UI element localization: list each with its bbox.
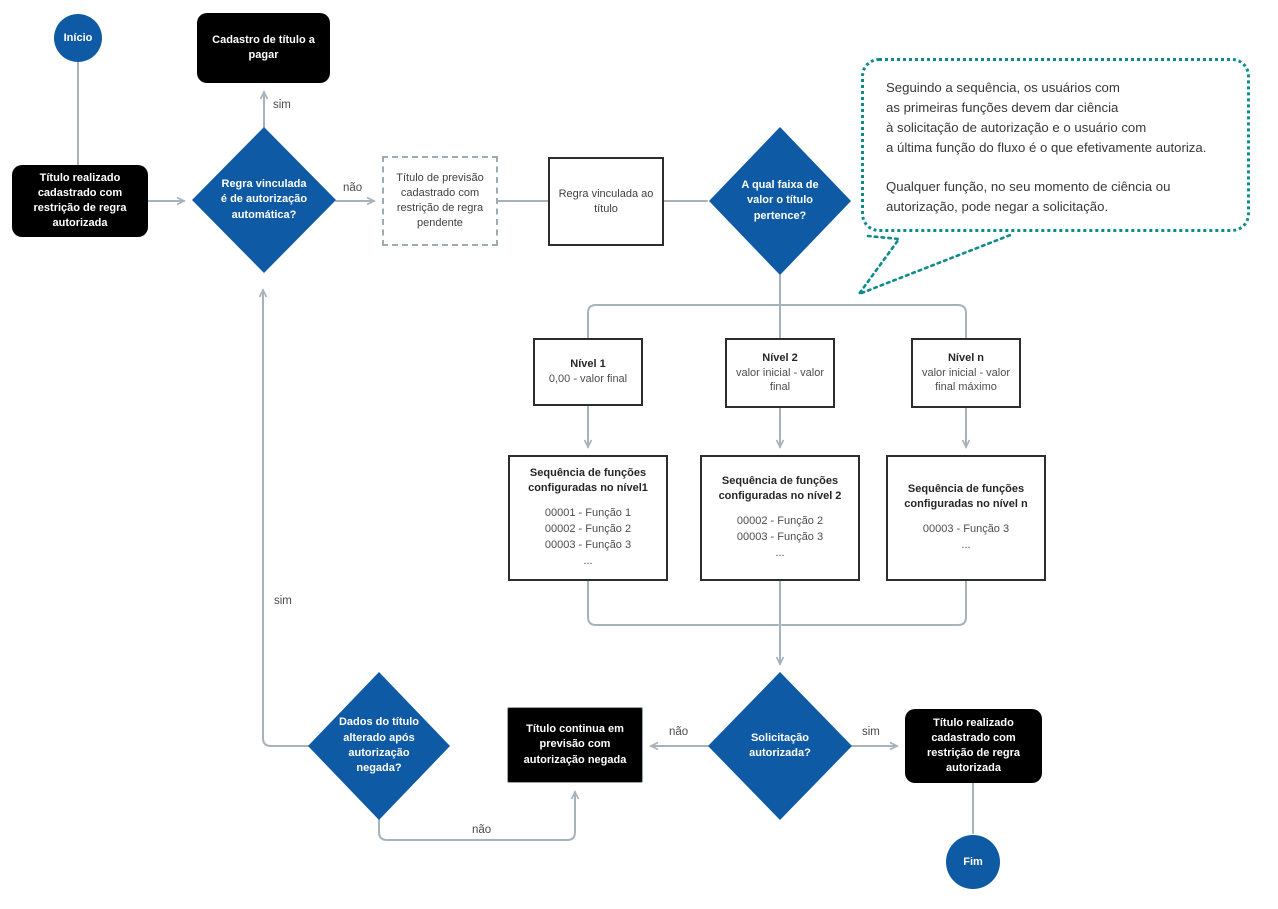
decision-regra-automatica: Regra vinculada é de autorização automát… bbox=[192, 127, 336, 273]
note-bubble: Seguindo a sequência, os usuários com as… bbox=[861, 58, 1250, 232]
node-nivel-n: Nível n valor inicial - valor final máxi… bbox=[911, 338, 1021, 408]
note-paragraph-1: Seguindo a sequência, os usuários com as… bbox=[886, 80, 1207, 156]
decision-regra-automatica-label: Regra vinculada é de autorização automát… bbox=[220, 177, 308, 221]
edge-dados-sim bbox=[258, 288, 309, 747]
note-tail bbox=[855, 232, 1015, 297]
node-titulo-realizado-direita: Título realizado cadastrado com restriçã… bbox=[905, 709, 1042, 783]
edge-split-right bbox=[779, 304, 967, 339]
nivel-1-range: 0,00 - valor final bbox=[548, 373, 628, 385]
decision-solicitacao-autorizada: Solicitação autorizada? bbox=[708, 672, 852, 820]
sequencia-nivel-n-items: 00003 - Função 3... bbox=[922, 522, 1010, 551]
node-titulo-continua: Título continua em previsão com autoriza… bbox=[507, 707, 643, 783]
start-node: Início bbox=[54, 14, 102, 62]
node-nivel-2: Nível 2 valor inicial - valor final bbox=[725, 338, 835, 408]
edge-merge-right bbox=[781, 580, 967, 626]
edge-label-dados-nao: não bbox=[470, 824, 494, 837]
edge-label-dados-sim: sim bbox=[272, 595, 294, 608]
decision-faixa-valor: A qual faixa de valor o título pertence? bbox=[709, 127, 851, 275]
node-titulo-realizado-esquerda: Título realizado cadastrado com restriçã… bbox=[12, 165, 148, 237]
node-sequencia-nivel-n: Sequência de funções configuradas no nív… bbox=[886, 455, 1046, 581]
sequencia-nivel-n-title: Sequência de funções configuradas no nív… bbox=[904, 483, 1028, 511]
decision-dados-alterados: Dados do título alterado após autorizaçã… bbox=[308, 672, 450, 820]
decision-dados-alterados-label: Dados do título alterado após autorizaçã… bbox=[338, 716, 420, 775]
note-paragraph-2: Qualquer função, no seu momento de ciênc… bbox=[886, 179, 1171, 215]
node-regra-vinculada: Regra vinculada ao título bbox=[548, 157, 664, 246]
edge-label-solicitacao-nao: não bbox=[667, 726, 691, 739]
node-cadastro-titulo: Cadastro de título a pagar bbox=[197, 13, 330, 83]
nivel-2-range: valor inicial - valor final bbox=[735, 366, 825, 394]
edge-label-regra-nao: não bbox=[341, 182, 365, 195]
nivel-n-title: Nível n bbox=[947, 351, 985, 364]
edge-merge-left bbox=[587, 580, 779, 626]
nivel-n-range: valor inicial - valor final máximo bbox=[921, 366, 1011, 394]
node-nivel-1: Nível 1 0,00 - valor final bbox=[533, 338, 643, 406]
node-sequencia-nivel-1: Sequência de funções configuradas no nív… bbox=[508, 455, 668, 581]
nivel-2-title: Nível 2 bbox=[762, 351, 798, 364]
sequencia-nivel-1-title: Sequência de funções configuradas no nív… bbox=[528, 467, 648, 495]
sequencia-nivel-2-title: Sequência de funções configuradas no nív… bbox=[718, 475, 842, 503]
edge-split-left bbox=[587, 304, 781, 339]
edge-dados-nao bbox=[378, 790, 580, 841]
edge-label-solicitacao-sim: sim bbox=[860, 726, 882, 739]
node-sequencia-nivel-2: Sequência de funções configuradas no nív… bbox=[700, 455, 860, 581]
node-titulo-previsao: Título de previsão cadastrado com restri… bbox=[382, 156, 498, 246]
decision-solicitacao-autorizada-label: Solicitação autorizada? bbox=[749, 731, 811, 759]
nivel-1-title: Nível 1 bbox=[570, 358, 606, 371]
decision-faixa-valor-label: A qual faixa de valor o título pertence? bbox=[741, 178, 819, 222]
edge-label-regra-sim: sim bbox=[271, 99, 293, 112]
end-node: Fim bbox=[946, 835, 1000, 889]
